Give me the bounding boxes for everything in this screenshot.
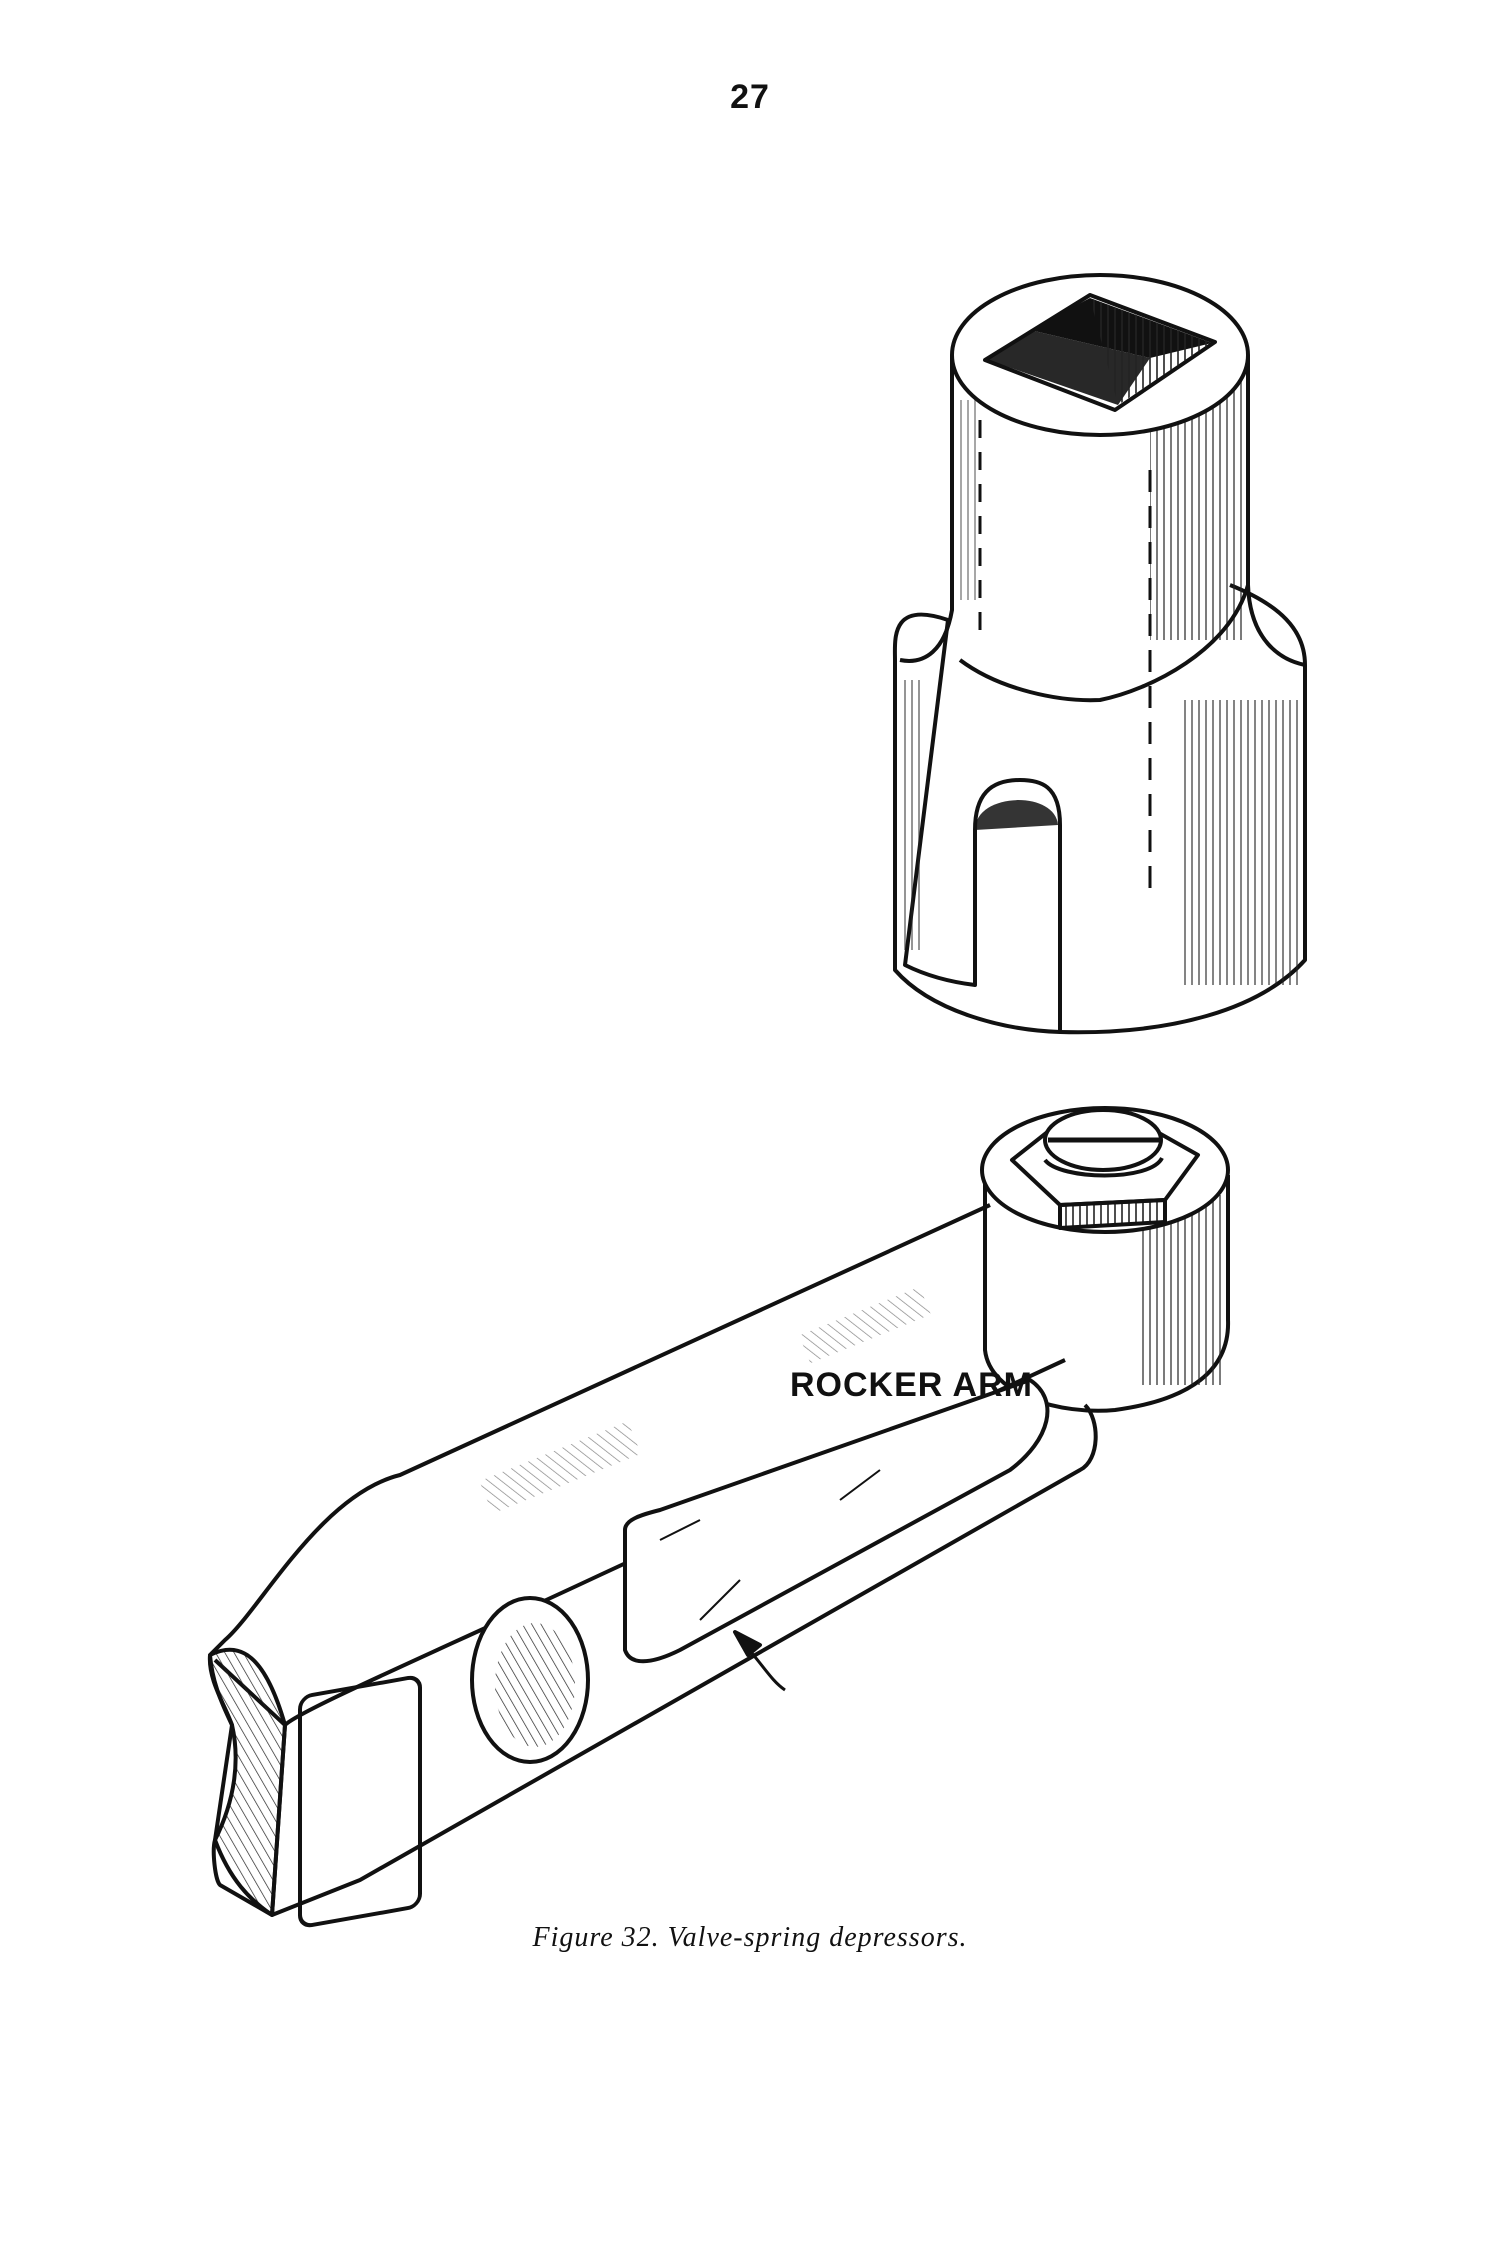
socket-depressor-illustration	[892, 273, 1307, 1035]
figure-caption: Figure 32. Valve-spring depressors.	[532, 1922, 968, 1953]
page-number: 27	[730, 78, 770, 116]
rocker-arm-label: ROCKER ARM	[790, 1366, 1033, 1404]
rocker-arm-illustration	[207, 1106, 1231, 1928]
